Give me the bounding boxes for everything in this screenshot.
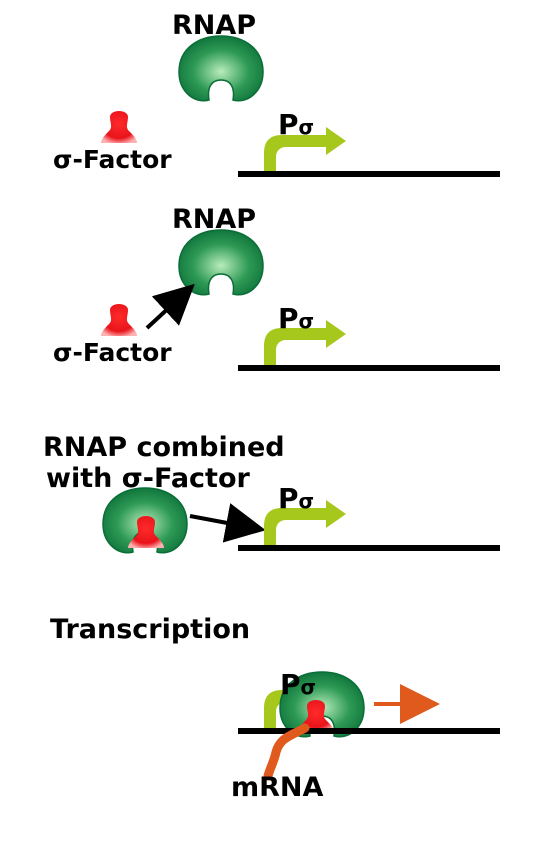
sigma-factor-icon: [101, 304, 137, 336]
sigma-factor-label: σ-Factor: [53, 338, 172, 367]
rnap-label: RNAP: [172, 204, 257, 235]
mrna-label: mRNA: [231, 772, 324, 803]
panel-4: [238, 671, 500, 781]
promoter-label: Pσ: [278, 482, 315, 515]
mrna-strand: [263, 723, 310, 781]
holoenzyme-title-line1: RNAP combined: [43, 432, 285, 463]
panel-2: [101, 229, 500, 371]
approach-arrow: [189, 503, 266, 543]
promoter-label: Pσ: [278, 108, 315, 141]
sigma-factor-label: σ-Factor: [53, 145, 172, 174]
holoenzyme-title-line2: with σ-Factor: [46, 463, 250, 494]
promoter-label: Pσ: [280, 668, 317, 701]
binding-arrow: [145, 283, 195, 330]
sigma-factor-icon: [101, 111, 137, 143]
promoter-label: Pσ: [278, 302, 315, 335]
rnap-icon: [178, 35, 264, 102]
transcription-title: Transcription: [50, 614, 251, 645]
panel-3: [102, 487, 500, 554]
rnap-icon: [178, 229, 264, 296]
panel-1: [101, 35, 500, 177]
rnap-label: RNAP: [172, 10, 257, 41]
